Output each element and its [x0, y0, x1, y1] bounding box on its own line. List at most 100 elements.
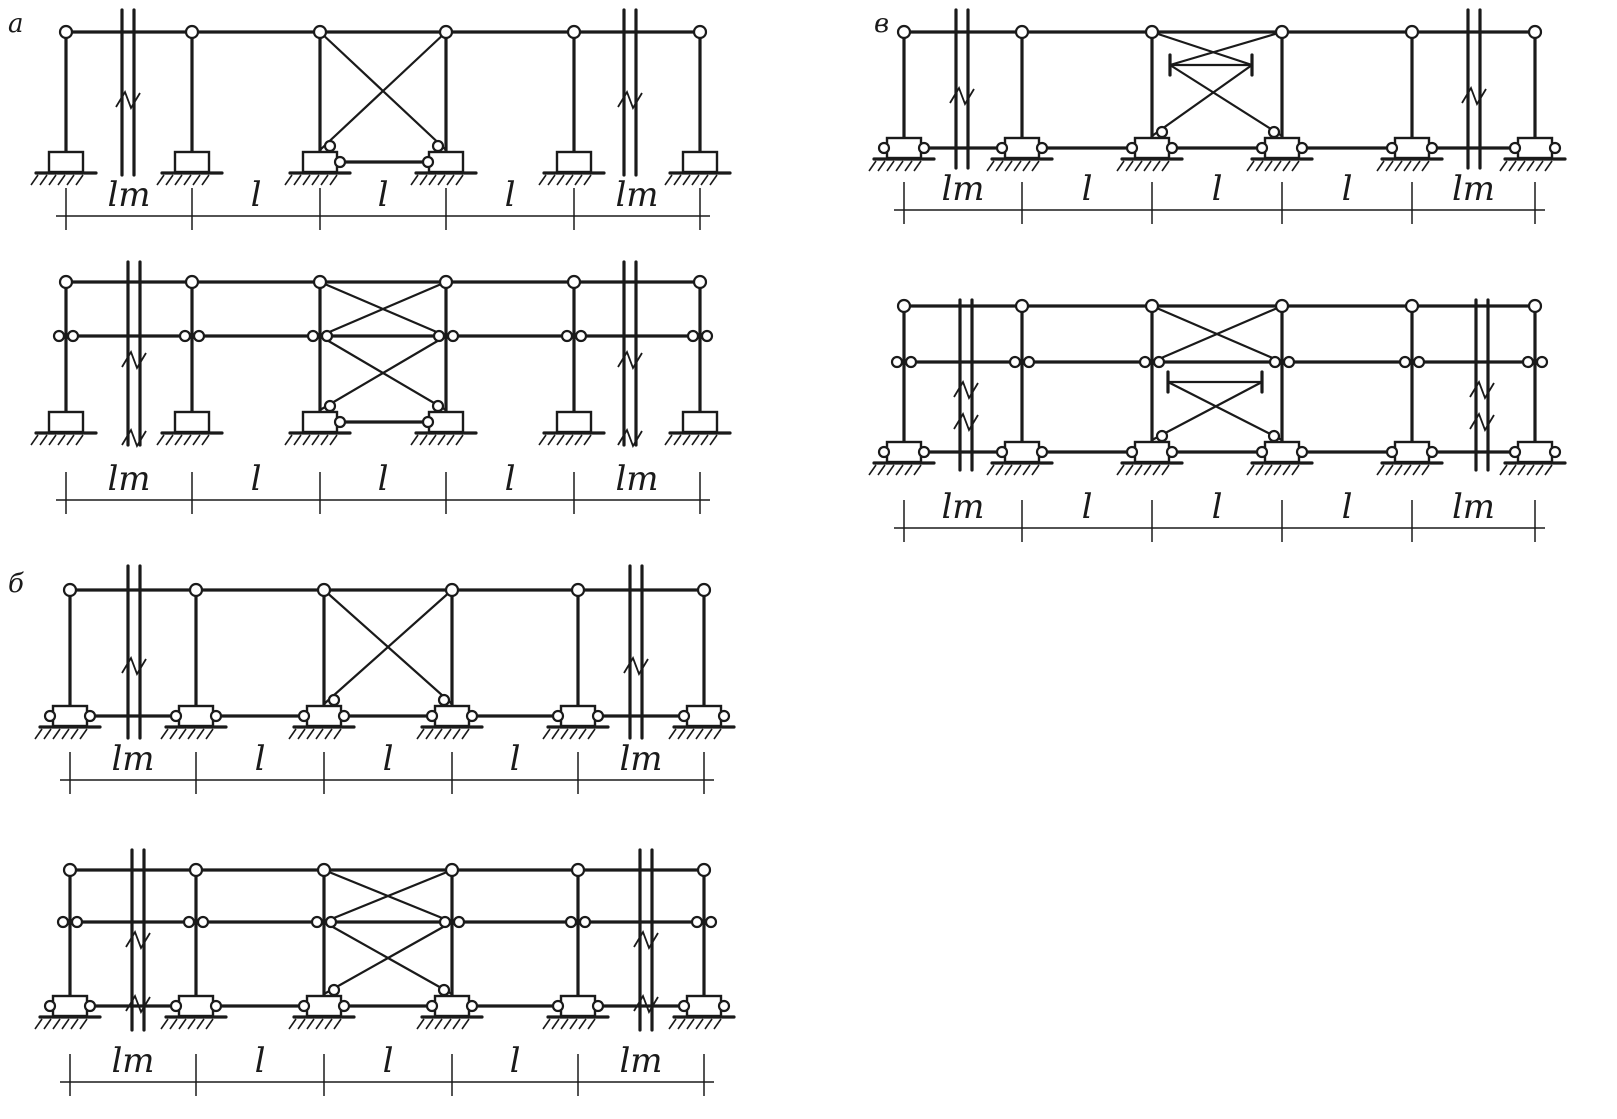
brace-hinge [1155, 125, 1169, 139]
ground-hatch [288, 1018, 297, 1030]
ground-hatch [587, 1018, 596, 1030]
ground-hatch [913, 464, 922, 476]
ground-hatch [560, 1018, 569, 1030]
mid-hinge [70, 915, 84, 929]
cross-brace [1167, 381, 1283, 441]
top-hinge [188, 862, 204, 878]
tie-hinge [83, 709, 97, 723]
tie-hinge [1385, 141, 1399, 155]
mid-hinge [432, 329, 446, 343]
mid-hinge [578, 915, 592, 929]
brace-hinge [437, 983, 451, 997]
tie-hinge [1035, 141, 1049, 155]
top-hinge [896, 24, 912, 40]
break-mark [121, 655, 147, 677]
mid-hinge [1398, 355, 1412, 369]
top-hinge [1527, 24, 1543, 40]
support-block [51, 994, 89, 1018]
mid-hinge [704, 915, 718, 929]
ground-hatch [700, 434, 709, 446]
dimension-label: l [378, 175, 389, 215]
ground-hatch [1264, 464, 1273, 476]
support-block [433, 704, 471, 728]
ground-hatch [297, 728, 306, 740]
dimension-label: l [1212, 487, 1223, 527]
ground-hatch [306, 1018, 315, 1030]
tie-hinge [1165, 445, 1179, 459]
dimension-label: lm [619, 1041, 662, 1081]
ground-hatch [333, 728, 342, 740]
ground-hatch [1125, 464, 1134, 476]
ground-hatch [904, 160, 913, 172]
support-block [433, 994, 471, 1018]
ground-hatch [156, 434, 165, 446]
cross-brace [1151, 304, 1283, 364]
support-block [1263, 440, 1301, 464]
ground-hatch [538, 434, 547, 446]
cross-brace [1169, 64, 1283, 137]
ground-hatch [565, 174, 574, 186]
support-block [885, 440, 923, 464]
support-block [1003, 440, 1041, 464]
ground-hatch [677, 1018, 686, 1030]
ground-hatch [437, 174, 446, 186]
mid-hinge [574, 329, 588, 343]
ground-hatch [75, 434, 84, 446]
ground-hatch [416, 1018, 425, 1030]
ground-hatch [66, 174, 75, 186]
ground-hatch [311, 174, 320, 186]
ground-hatch [664, 434, 673, 446]
ground-hatch [30, 434, 39, 446]
tie-hinge [1425, 141, 1439, 155]
break-mark [1461, 85, 1487, 107]
support-block [555, 150, 593, 174]
panel-label-a: а [8, 9, 24, 39]
ground-hatch [538, 174, 547, 186]
dimension-label: lm [111, 739, 154, 779]
ground-hatch [556, 434, 565, 446]
ground-hatch [682, 434, 691, 446]
tie-hinge [169, 709, 183, 723]
mid-hinge [564, 915, 578, 929]
tie-hinge [995, 141, 1009, 155]
ground-hatch [425, 728, 434, 740]
mid-hinge [686, 329, 700, 343]
top-hinge [1274, 298, 1290, 314]
ground-hatch [30, 174, 39, 186]
ground-hatch [1161, 160, 1170, 172]
ground-hatch [995, 160, 1004, 172]
support-block [1263, 136, 1301, 160]
ground-hatch [187, 728, 196, 740]
top-hinge [696, 582, 712, 598]
ground-hatch [1385, 160, 1394, 172]
dimension-label: l [251, 175, 262, 215]
ground-hatch [1273, 160, 1282, 172]
ground-hatch [52, 728, 61, 740]
cross-brace [323, 921, 453, 995]
mid-hinge [1521, 355, 1535, 369]
tie-hinge [297, 709, 311, 723]
top-hinge [184, 274, 200, 290]
ground-hatch [425, 1018, 434, 1030]
ground-hatch [419, 434, 428, 446]
panel-label-b: б [8, 569, 24, 599]
ground-hatch [1421, 464, 1430, 476]
ground-hatch [995, 464, 1004, 476]
mid-hinge [1268, 355, 1282, 369]
dimension-label: l [255, 1041, 266, 1081]
support-block [301, 410, 339, 434]
break-mark [1469, 411, 1495, 433]
ground-hatch [329, 174, 338, 186]
ground-hatch [1544, 464, 1553, 476]
support-block [51, 704, 89, 728]
ground-hatch [695, 728, 704, 740]
dimension-label: lm [1452, 487, 1495, 527]
ground-hatch [877, 160, 886, 172]
mid-hinge [904, 355, 918, 369]
tie-hinge [551, 999, 565, 1013]
ground-hatch [1152, 464, 1161, 476]
mid-hinge [1138, 355, 1152, 369]
